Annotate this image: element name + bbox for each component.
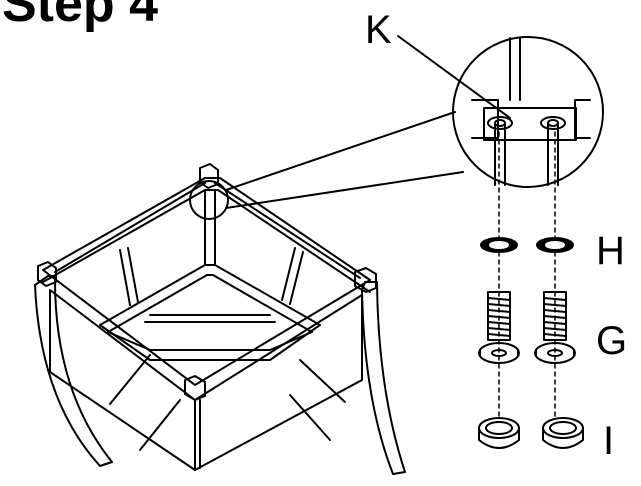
bolt-g-right bbox=[534, 291, 576, 364]
center-post bbox=[204, 189, 216, 266]
front-right-leg bbox=[361, 281, 406, 475]
cap-i-left bbox=[478, 417, 520, 449]
inner-brace-front bbox=[99, 324, 321, 361]
left-corner-bracket bbox=[37, 261, 57, 287]
back-corner-bracket bbox=[199, 163, 219, 189]
bolt-guide-lines bbox=[498, 131, 556, 421]
front-top-rail bbox=[42, 269, 371, 386]
part-label-h: H bbox=[596, 229, 625, 273]
back-top-rail bbox=[42, 177, 371, 281]
part-label-i: I bbox=[603, 419, 615, 463]
front-corner-bracket bbox=[184, 375, 206, 401]
bracket-plate-k bbox=[483, 107, 577, 141]
step-title: Step 4 bbox=[2, 0, 159, 33]
inner-brace-back bbox=[99, 264, 321, 326]
part-label-k: K bbox=[365, 8, 392, 52]
right-corner-bracket bbox=[354, 267, 377, 293]
cap-i-right bbox=[542, 417, 584, 449]
front-right-panel bbox=[194, 294, 363, 471]
back-right-leg-stub bbox=[299, 359, 346, 403]
callout-line-upper bbox=[225, 111, 456, 191]
detail-zoom-contents bbox=[471, 37, 591, 186]
callout-line-lower bbox=[225, 171, 464, 209]
back-left-leg-stub bbox=[109, 354, 151, 405]
front-left-leg bbox=[34, 275, 113, 467]
k-leader-line bbox=[397, 35, 511, 119]
detail-source-circle bbox=[189, 180, 229, 220]
bolt-g-left bbox=[478, 291, 520, 364]
part-label-g: G bbox=[596, 319, 628, 363]
table-frame bbox=[34, 163, 406, 475]
front-left-panel bbox=[49, 289, 196, 471]
detail-zoom-circle bbox=[452, 36, 604, 188]
